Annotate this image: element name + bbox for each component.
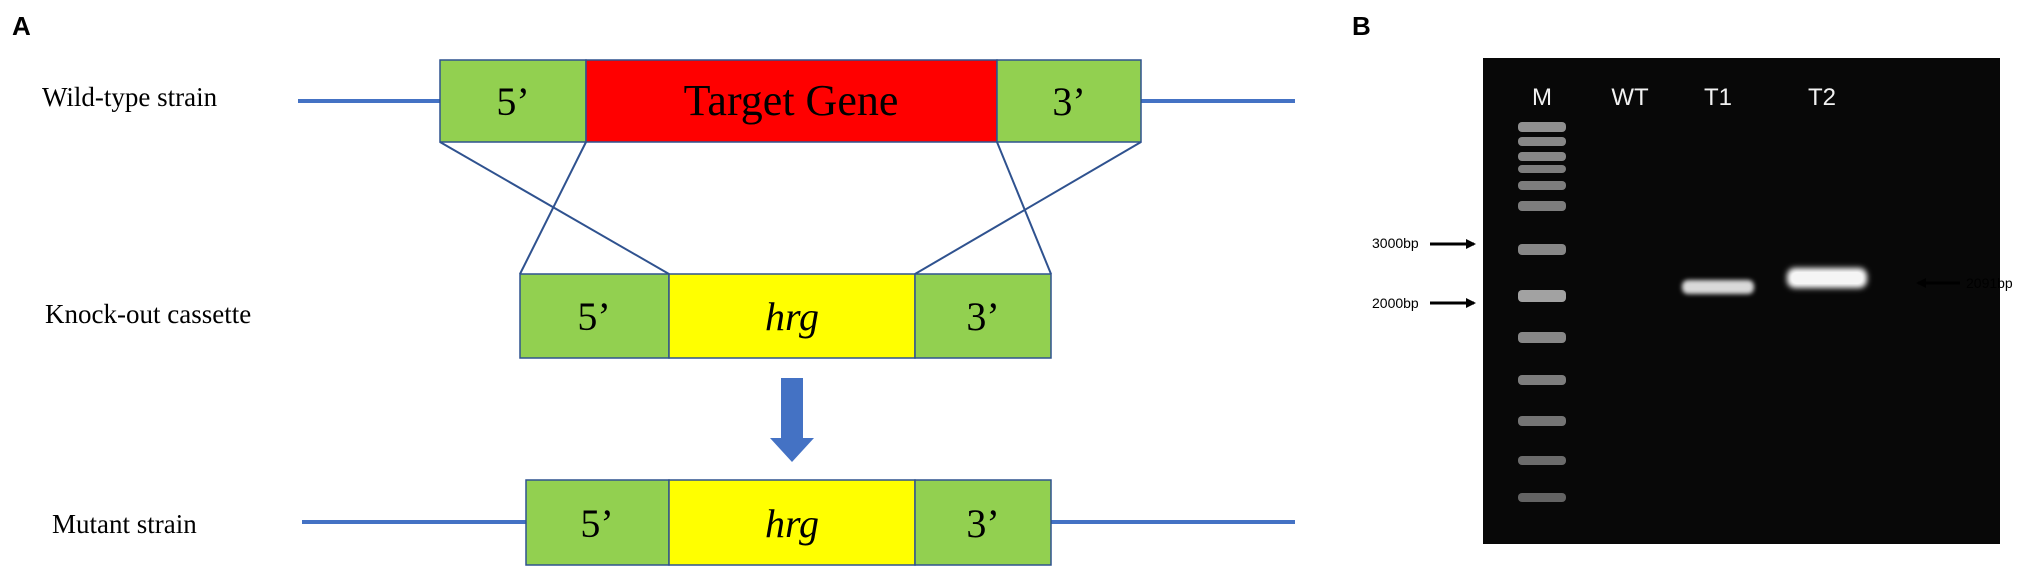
- cassette-3-flank: [914, 273, 1052, 359]
- down-arrow-icon: [770, 378, 814, 462]
- wild-type-5-label: 5’: [496, 79, 529, 124]
- ladder-band: [1518, 152, 1566, 161]
- ladder-band: [1518, 290, 1566, 302]
- t1-band: [1682, 280, 1754, 294]
- ladder-band: [1518, 137, 1566, 146]
- cassette-5-flank: [519, 273, 670, 359]
- panel-a: A Wild-type strain Knock-out cassette Mu…: [12, 11, 1295, 566]
- knock-out-cassette-construct: 5’ hrg 3’: [519, 273, 1052, 359]
- ladder-band: [1518, 375, 1566, 385]
- panel-b: B M WT T1 T2: [1352, 11, 2013, 544]
- panel-a-letter: A: [12, 11, 31, 41]
- band-label-2091bp: 2091bp: [1966, 275, 2013, 291]
- sample-bands: [1682, 268, 1867, 294]
- ladder-band: [1518, 122, 1566, 132]
- recomb-line-3: [996, 141, 1052, 275]
- recomb-line-4: [914, 141, 1142, 275]
- wild-type-construct: 5’ Target Gene 3’: [298, 59, 1295, 143]
- mutant-3-flank: [914, 479, 1052, 566]
- recomb-line-1: [439, 141, 670, 275]
- recomb-line-2: [519, 141, 587, 275]
- wild-type-label: Wild-type strain: [42, 82, 218, 112]
- recombination-lines: [439, 141, 1142, 275]
- ladder-band: [1518, 165, 1566, 173]
- cassette-hrg-label: hrg: [765, 294, 819, 339]
- target-gene-label: Target Gene: [684, 76, 899, 125]
- t2-band-core: [1792, 272, 1862, 284]
- mutant-strain-label: Mutant strain: [52, 509, 197, 539]
- ladder-band: [1518, 201, 1566, 211]
- lane-label-wt: WT: [1611, 84, 1649, 111]
- ladder-band: [1518, 332, 1566, 343]
- ladder-band: [1518, 456, 1566, 465]
- wild-type-3-flank: [996, 59, 1142, 143]
- knock-out-cassette-label: Knock-out cassette: [45, 299, 251, 329]
- mutant-hrg-label: hrg: [765, 501, 819, 546]
- target-gene-segment: [585, 59, 998, 143]
- wild-type-3-label: 3’: [1052, 79, 1085, 124]
- ladder-band: [1518, 416, 1566, 426]
- mutant-strain-construct: 5’ hrg 3’: [302, 479, 1295, 566]
- panel-b-letter: B: [1352, 11, 1371, 41]
- ladder-band: [1518, 181, 1566, 190]
- cassette-5-label: 5’: [577, 294, 610, 339]
- ladder-band: [1518, 244, 1566, 255]
- ladder-band: [1518, 493, 1566, 502]
- marker-label-2000bp: 2000bp: [1372, 295, 1419, 311]
- cassette-3-label: 3’: [966, 294, 999, 339]
- wild-type-5-flank: [439, 59, 587, 143]
- mutant-3-label: 3’: [966, 501, 999, 546]
- gel-image: [1483, 58, 2000, 544]
- marker-ladder: [1518, 122, 1566, 502]
- lane-label-t1: T1: [1704, 84, 1732, 111]
- lane-label-t2: T2: [1808, 84, 1836, 111]
- lane-label-m: M: [1532, 84, 1552, 111]
- mutant-5-label: 5’: [580, 501, 613, 546]
- marker-label-3000bp: 3000bp: [1372, 235, 1419, 251]
